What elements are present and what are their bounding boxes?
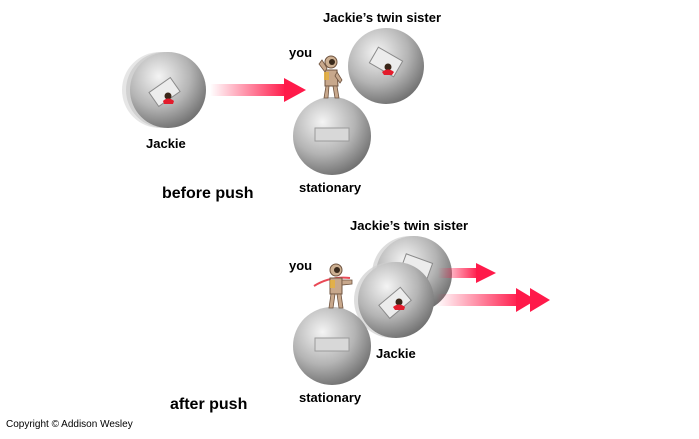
jackie-label-before: Jackie [146,136,186,151]
jackie-label-after: Jackie [376,346,416,361]
stationary-sphere-after [293,307,371,385]
jackie-motion-arrow-after [436,288,550,312]
stationary-label-before: stationary [299,180,362,195]
stationary-label-after: stationary [299,390,362,405]
jackie-sphere-after [354,262,434,338]
stationary-sphere-before [293,97,371,175]
you-label-after: you [289,258,313,273]
jackie-motion-arrow-before [210,78,306,102]
twin-label-before: Jackie’s twin sister [323,10,442,25]
astronaut-icon-after [328,263,353,309]
before-push-scene [122,28,424,175]
caption-after-push: after push [170,396,248,413]
twin-sphere-before [348,28,424,104]
jackie-sphere-before [122,52,206,128]
you-label-before: you [289,45,313,60]
caption-before-push: before push [162,185,254,202]
twin-label-after: Jackie’s twin sister [350,218,469,233]
astronaut-icon-before [318,55,343,99]
twin-motion-arrow-after [438,263,496,283]
after-push-scene [293,236,550,385]
copyright-text: Copyright © Addison Wesley [6,419,133,430]
